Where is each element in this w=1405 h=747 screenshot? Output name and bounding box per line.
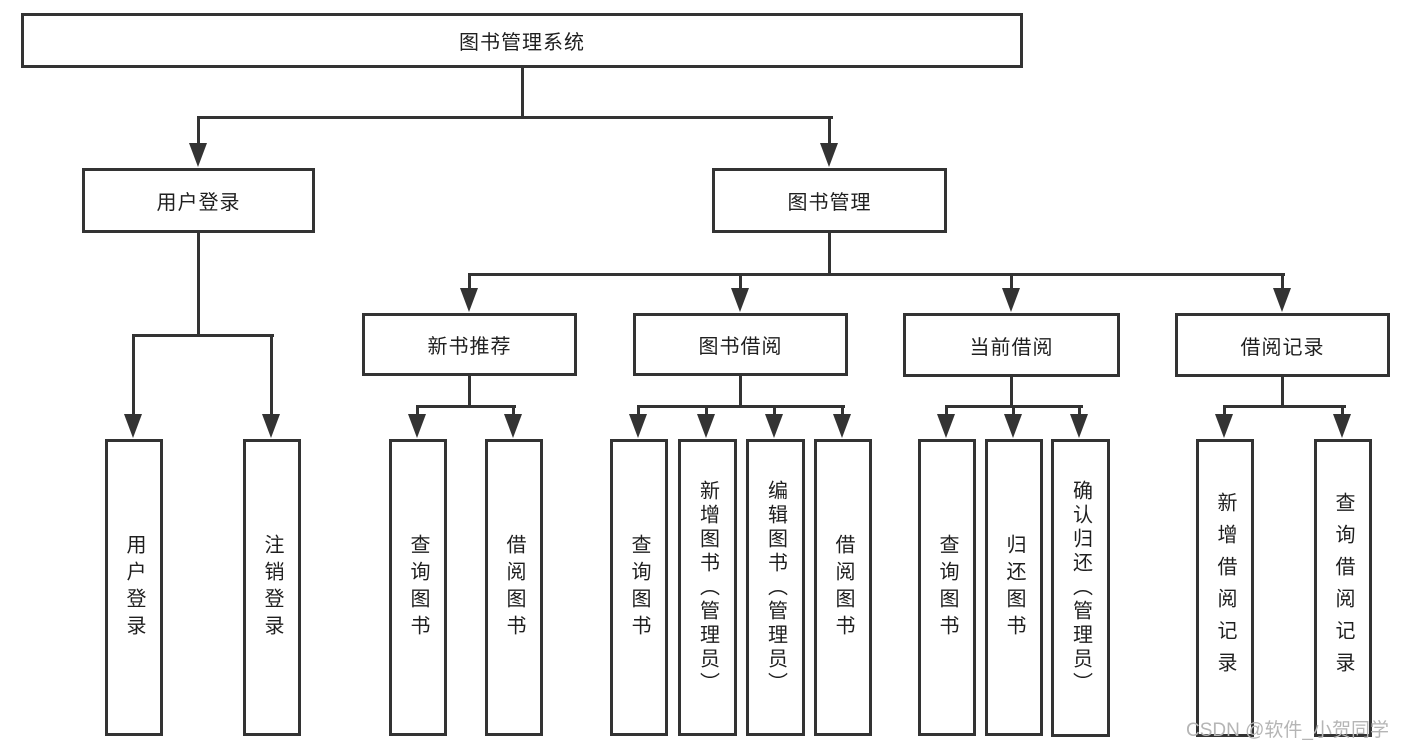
connector-line bbox=[1223, 405, 1226, 416]
leaf-bb-add-books-label: 新增图书（管理员） bbox=[696, 479, 719, 696]
arrow-down-icon bbox=[1273, 288, 1291, 312]
node-book-management: 图书管理 bbox=[712, 168, 947, 233]
connector-line bbox=[1281, 376, 1284, 408]
leaf-bb-borrow-books-label: 借阅图书 bbox=[832, 533, 854, 642]
leaf-nb-borrow-books-label: 借阅图书 bbox=[503, 533, 525, 642]
arrow-down-icon bbox=[504, 414, 522, 438]
connector-line bbox=[416, 405, 516, 408]
leaf-bb-borrow-books: 借阅图书 bbox=[814, 439, 872, 736]
connector-line bbox=[773, 405, 776, 416]
arrow-down-icon bbox=[820, 143, 838, 167]
connector-line bbox=[1281, 273, 1284, 291]
leaf-cb-confirm-return: 确认归还（管理员） bbox=[1051, 439, 1110, 737]
leaf-br-add-record-label: 新增借阅记录 bbox=[1214, 492, 1236, 684]
leaf-bb-query-books: 查询图书 bbox=[610, 439, 668, 736]
arrow-down-icon bbox=[1215, 414, 1233, 438]
connector-line bbox=[197, 116, 833, 119]
connector-line bbox=[132, 334, 135, 414]
connector-line bbox=[1010, 273, 1013, 291]
connector-line bbox=[828, 116, 831, 144]
node-root-label: 图书管理系统 bbox=[459, 32, 585, 54]
arrow-down-icon bbox=[1004, 414, 1022, 438]
connector-line bbox=[1010, 376, 1013, 408]
node-borrow-records: 借阅记录 bbox=[1175, 313, 1390, 377]
connector-line bbox=[512, 405, 515, 416]
node-user-login-label: 用户登录 bbox=[156, 192, 241, 214]
arrow-down-icon bbox=[1070, 414, 1088, 438]
connector-line bbox=[197, 116, 200, 144]
leaf-nb-query-books: 查询图书 bbox=[389, 439, 447, 736]
connector-line bbox=[197, 233, 200, 337]
node-new-book-recommend-label: 新书推荐 bbox=[427, 336, 512, 358]
leaf-cb-return-books-label: 归还图书 bbox=[1003, 533, 1025, 642]
connector-line bbox=[521, 68, 524, 119]
leaf-nb-query-books-label: 查询图书 bbox=[407, 533, 429, 642]
leaf-nb-borrow-books: 借阅图书 bbox=[485, 439, 543, 736]
arrow-down-icon bbox=[1002, 288, 1020, 312]
connector-line bbox=[132, 334, 274, 337]
leaf-user-login: 用户登录 bbox=[105, 439, 163, 736]
connector-line bbox=[705, 405, 708, 416]
leaf-bb-edit-books-label: 编辑图书（管理员） bbox=[764, 479, 787, 696]
node-user-login: 用户登录 bbox=[82, 168, 315, 233]
leaf-logout: 注销登录 bbox=[243, 439, 301, 736]
connector-line bbox=[270, 334, 273, 414]
arrow-down-icon bbox=[731, 288, 749, 312]
node-book-borrow-label: 图书借阅 bbox=[698, 336, 783, 358]
leaf-cb-return-books: 归还图书 bbox=[985, 439, 1043, 736]
connector-line bbox=[1223, 405, 1346, 408]
connector-line bbox=[1341, 405, 1344, 416]
arrow-down-icon bbox=[765, 414, 783, 438]
leaf-cb-query-books-label: 查询图书 bbox=[936, 533, 958, 642]
connector-line bbox=[637, 405, 845, 408]
connector-line bbox=[1012, 405, 1015, 416]
leaf-br-query-record: 查询借阅记录 bbox=[1314, 439, 1372, 737]
connector-line bbox=[416, 405, 419, 416]
csdn-watermark: CSDN @软件_小贺同学 bbox=[1186, 720, 1389, 741]
arrow-down-icon bbox=[460, 288, 478, 312]
arrow-down-icon bbox=[124, 414, 142, 438]
node-book-borrow: 图书借阅 bbox=[633, 313, 848, 376]
arrow-down-icon bbox=[697, 414, 715, 438]
leaf-br-query-record-label: 查询借阅记录 bbox=[1332, 492, 1354, 684]
connector-line bbox=[1078, 405, 1081, 416]
leaf-bb-query-books-label: 查询图书 bbox=[628, 533, 650, 642]
arrow-down-icon bbox=[833, 414, 851, 438]
connector-line bbox=[637, 405, 640, 416]
leaf-logout-label: 注销登录 bbox=[261, 533, 283, 642]
connector-line bbox=[468, 273, 471, 291]
connector-line bbox=[739, 376, 742, 408]
node-new-book-recommend: 新书推荐 bbox=[362, 313, 577, 376]
arrow-down-icon bbox=[629, 414, 647, 438]
node-borrow-records-label: 借阅记录 bbox=[1240, 336, 1325, 359]
leaf-bb-add-books: 新增图书（管理员） bbox=[678, 439, 737, 736]
leaf-user-login-label: 用户登录 bbox=[123, 533, 145, 642]
arrow-down-icon bbox=[262, 414, 280, 438]
node-current-borrow-label: 当前借阅 bbox=[969, 336, 1054, 359]
connector-line bbox=[828, 233, 831, 275]
leaf-cb-confirm-return-label: 确认归还（管理员） bbox=[1069, 480, 1092, 696]
connector-line bbox=[468, 376, 471, 408]
leaf-bb-edit-books: 编辑图书（管理员） bbox=[746, 439, 805, 736]
arrow-down-icon bbox=[937, 414, 955, 438]
arrow-down-icon bbox=[408, 414, 426, 438]
node-current-borrow: 当前借阅 bbox=[903, 313, 1120, 377]
connector-line bbox=[739, 273, 742, 291]
arrow-down-icon bbox=[1333, 414, 1351, 438]
connector-line bbox=[945, 405, 948, 416]
arrow-down-icon bbox=[189, 143, 207, 167]
connector-line bbox=[468, 273, 1285, 276]
leaf-cb-query-books: 查询图书 bbox=[918, 439, 976, 736]
connector-line bbox=[841, 405, 844, 416]
node-book-management-label: 图书管理 bbox=[787, 192, 872, 214]
leaf-br-add-record: 新增借阅记录 bbox=[1196, 439, 1254, 737]
node-root: 图书管理系统 bbox=[21, 13, 1023, 68]
